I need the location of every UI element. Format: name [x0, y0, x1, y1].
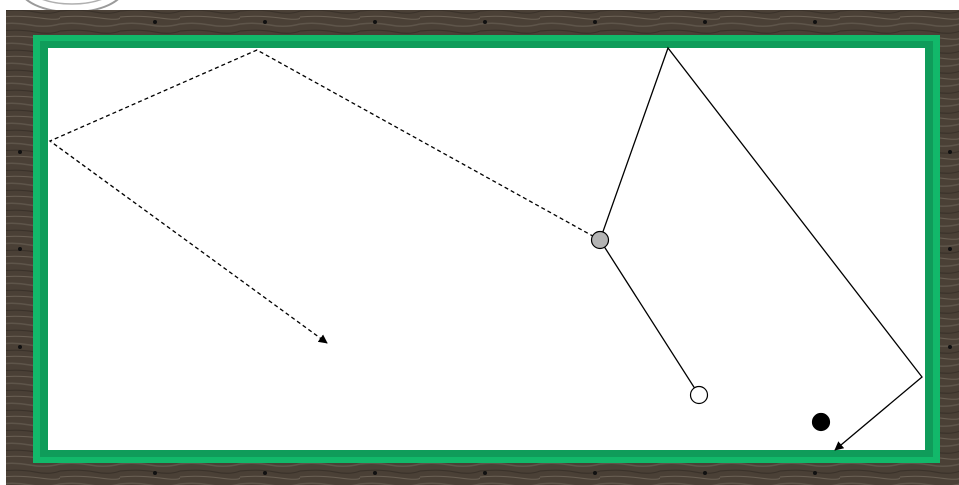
diamond-markers	[18, 20, 952, 475]
diamond-marker	[483, 471, 487, 475]
diamond-marker	[153, 471, 157, 475]
object-ball-gray	[590, 230, 610, 250]
diamond-marker	[483, 20, 487, 24]
diamond-marker	[263, 471, 267, 475]
diamond-marker	[18, 247, 22, 251]
diamond-marker	[948, 150, 952, 154]
diamond-marker	[813, 471, 817, 475]
diamond-marker	[263, 20, 267, 24]
diamond-marker	[813, 20, 817, 24]
table-cloth	[48, 48, 925, 450]
diamond-marker	[153, 20, 157, 24]
diamond-marker	[593, 471, 597, 475]
diamond-marker	[373, 20, 377, 24]
cue-ball	[689, 385, 709, 405]
object-ball-path	[48, 49, 601, 344]
diamond-marker	[373, 471, 377, 475]
diamond-marker	[593, 20, 597, 24]
diamond-marker	[703, 20, 707, 24]
diamond-marker	[703, 471, 707, 475]
diamond-marker	[18, 150, 22, 154]
diamond-marker	[948, 345, 952, 349]
diamond-marker	[948, 247, 952, 251]
cue-ball-path	[599, 46, 923, 451]
diamond-marker	[18, 345, 22, 349]
object-ball-black	[811, 412, 831, 432]
